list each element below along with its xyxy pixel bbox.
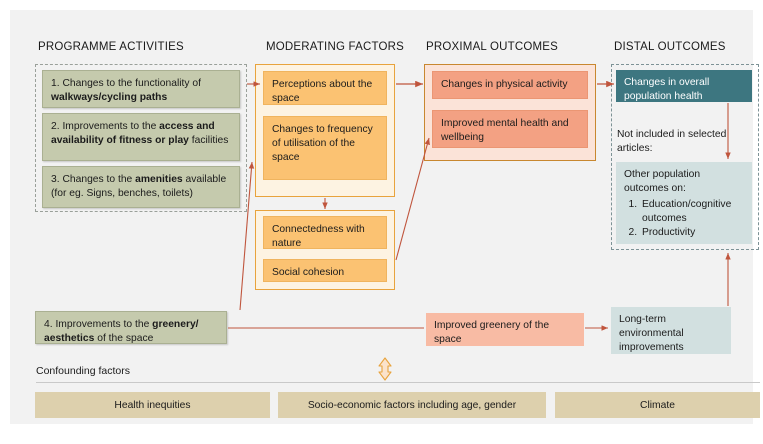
moderating-frequency-text: Changes to frequency of utilisation of t… [272,124,373,163]
activity-box-3[interactable]: 3. Changes to the amenities available (f… [42,166,240,208]
activity-box-2[interactable]: 2. Improvements to the access and availa… [42,113,240,161]
column-header-programme-activities: PROGRAMME ACTIVITIES [38,41,184,53]
activity-box-4[interactable]: 4. Improvements to the greenery/ aesthet… [35,311,227,344]
moderating-box-perceptions[interactable]: Perceptions about the space [263,71,387,105]
moderating-box-connectedness[interactable]: Connectedness with nature [263,216,387,249]
distal-long-term-text: Long-term environmental improvements [619,314,684,353]
distal-other-outcomes-list: Education/cognitive outcomes Productivit… [624,198,744,240]
moderating-box-social-cohesion[interactable]: Social cohesion [263,259,387,282]
activity-2-text: 2. Improvements to the access and availa… [51,121,229,146]
activity-4-text: 4. Improvements to the greenery/ aesthet… [44,319,199,344]
confounding-health-inequities-text: Health inequities [114,399,191,411]
activity-3-text: 3. Changes to the amenities available (f… [51,174,227,199]
confounding-box-health-inequities[interactable]: Health inequities [35,392,270,418]
proximal-physical-activity-text: Changes in physical activity [441,79,568,90]
proximal-mental-health-text: Improved mental health and wellbeing [441,118,569,143]
up-down-arrow-icon [378,357,392,381]
programme-activities-group [35,64,247,212]
distal-other-outcomes-title: Other population outcomes on: [624,169,701,194]
moderating-perceptions-text: Perceptions about the space [272,79,373,104]
distal-box-long-term-environmental[interactable]: Long-term environmental improvements [611,307,731,354]
distal-other-outcome-item: Productivity [640,226,744,240]
confounding-socioeconomic-text: Socio-economic factors including age, ge… [307,399,517,411]
confounding-factors-label: Confounding factors [36,365,130,377]
moderating-social-cohesion-text: Social cohesion [272,267,345,278]
column-header-distal-outcomes: DISTAL OUTCOMES [614,41,726,53]
confounding-divider [36,382,760,383]
activity-box-1[interactable]: 1. Changes to the functionality of walkw… [42,70,240,108]
distal-other-outcome-item: Education/cognitive outcomes [640,198,744,226]
proximal-box-physical-activity[interactable]: Changes in physical activity [432,71,588,99]
moderating-connectedness-text: Connectedness with nature [272,224,365,249]
proximal-box-improved-greenery[interactable]: Improved greenery of the space [426,313,584,346]
activity-1-text: 1. Changes to the functionality of walkw… [51,78,201,103]
diagram-canvas: PROGRAMME ACTIVITIES MODERATING FACTORS … [0,0,763,434]
moderating-box-frequency[interactable]: Changes to frequency of utilisation of t… [263,116,387,180]
distal-note-text: Not included in selected articles: [617,129,727,154]
distal-box-population-health[interactable]: Changes in overall population health [616,70,752,102]
proximal-improved-greenery-text: Improved greenery of the space [434,320,550,345]
proximal-box-mental-health[interactable]: Improved mental health and wellbeing [432,110,588,148]
confounding-box-climate[interactable]: Climate [555,392,760,418]
column-header-moderating-factors: MODERATING FACTORS [266,41,404,53]
distal-box-other-outcomes[interactable]: Other population outcomes on: Education/… [616,162,752,244]
confounding-box-socioeconomic[interactable]: Socio-economic factors including age, ge… [278,392,546,418]
distal-outcomes-group [611,64,759,250]
distal-population-health-text: Changes in overall population health [624,77,710,102]
column-header-proximal-outcomes: PROXIMAL OUTCOMES [426,41,559,53]
confounding-climate-text: Climate [640,399,675,411]
